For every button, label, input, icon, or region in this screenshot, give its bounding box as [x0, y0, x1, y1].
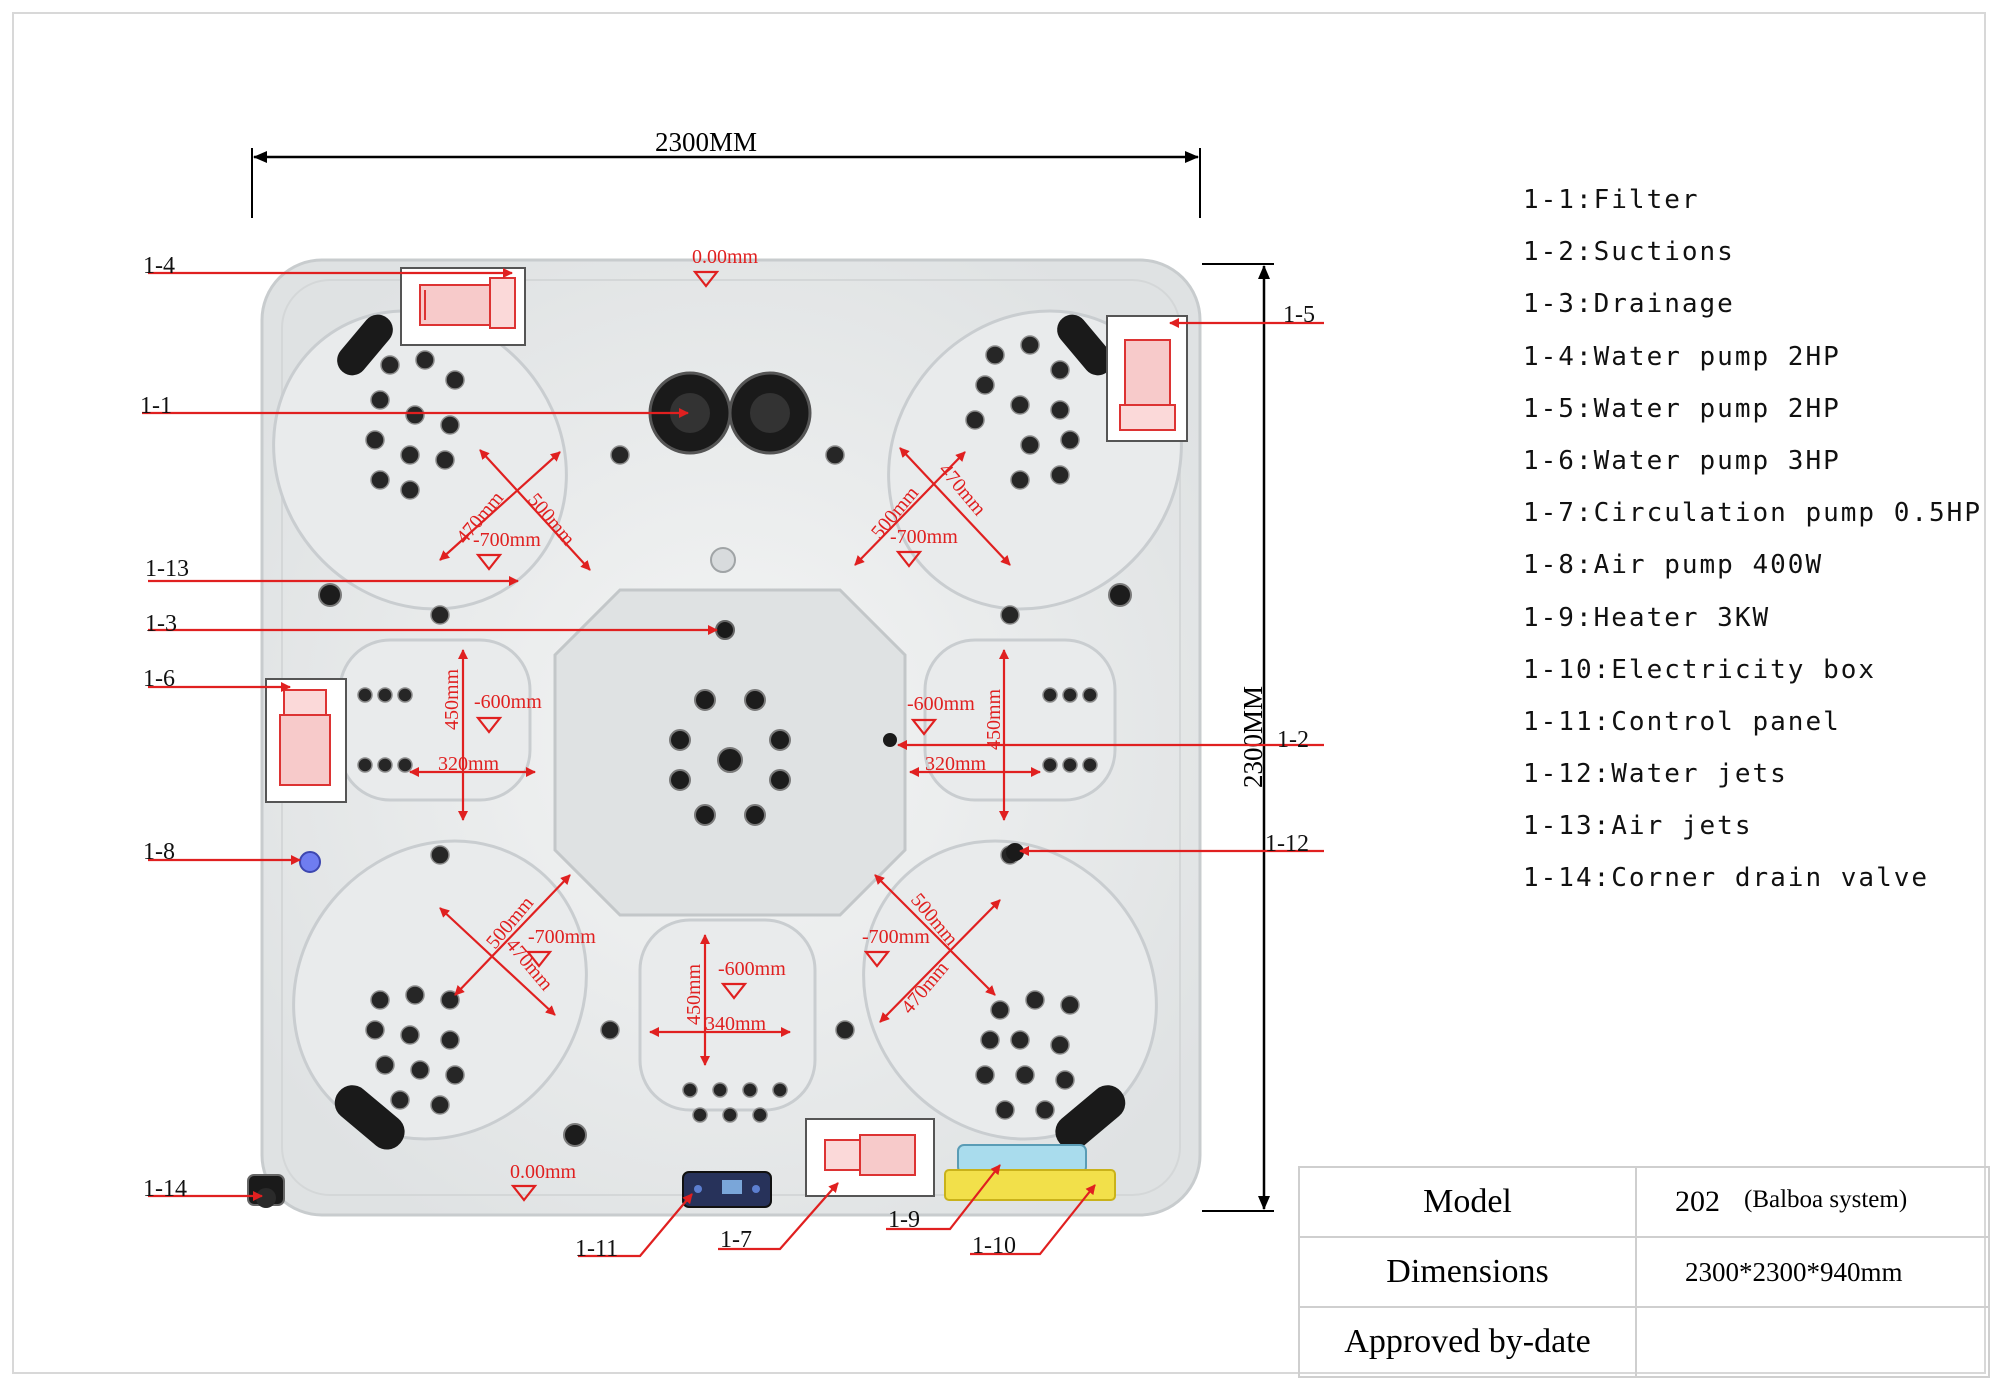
legend-item: 1-7:Circulation pump 0.5HP	[1523, 498, 1982, 529]
approved-label: Approved by-date	[1298, 1306, 1637, 1378]
b-depth: -600mm	[718, 958, 786, 980]
bottom-level: 0.00mm	[510, 1161, 577, 1183]
pump-icon-1-6	[265, 678, 347, 803]
suction-port	[883, 733, 897, 747]
marker-1-3: 1-3	[145, 611, 177, 637]
width-label: 2300MM	[655, 127, 757, 157]
model-system: (Balboa system)	[1744, 1186, 1908, 1213]
model-number: 202	[1675, 1185, 1720, 1218]
drawing-frame	[12, 12, 1986, 1374]
legend-item: 1-1:Filter	[1523, 185, 1700, 215]
marker-1-6: 1-6	[143, 666, 175, 692]
air-pump-port	[299, 851, 321, 873]
marker-1-14: 1-14	[143, 1176, 187, 1202]
r-depth: -600mm	[907, 693, 975, 715]
legend-item: 1-2:Suctions	[1523, 237, 1735, 268]
br-depth: -700mm	[862, 926, 930, 948]
legend-item: 1-5:Water pump 2HP	[1523, 393, 1841, 424]
legend-item: 1-8:Air pump 400W	[1523, 550, 1824, 581]
legend-item: 1-10:Electricity box	[1523, 654, 1877, 685]
approved-value	[1635, 1306, 1990, 1378]
b-length: 450mm	[683, 963, 705, 1025]
r-length: 450mm	[983, 688, 1005, 750]
seat-jets	[318, 335, 1132, 1147]
legend-item: 1-12:Water jets	[1523, 759, 1788, 790]
marker-1-8: 1-8	[143, 839, 175, 865]
legend-item: 1-6:Water pump 3HP	[1523, 445, 1841, 476]
r-width: 320mm	[925, 753, 987, 775]
tr-depth: -700mm	[890, 526, 958, 548]
pump-icon-1-4	[400, 267, 526, 346]
height-dimension: 2300MM	[1202, 263, 1274, 1212]
drainage-outlet	[715, 620, 735, 640]
marker-1-12: 1-12	[1265, 831, 1309, 857]
marker-1-11: 1-11	[575, 1236, 618, 1262]
legend-item: 1-11:Control panel	[1523, 706, 1841, 737]
spa-shell	[247, 258, 1202, 1217]
electricity-box	[944, 1169, 1116, 1201]
height-label: 2300MM	[1238, 686, 1268, 788]
model-label: Model	[1298, 1166, 1637, 1238]
marker-1-1: 1-1	[140, 393, 172, 419]
spec-row-dimensions: Dimensions 2300*2300*940mm	[1298, 1236, 1990, 1308]
control-panel	[682, 1171, 772, 1208]
width-dimension: 2300MM	[251, 127, 1201, 218]
heater	[957, 1144, 1087, 1174]
marker-1-4: 1-4	[143, 253, 175, 279]
spec-row-model: Model 202 (Balboa system)	[1298, 1166, 1990, 1238]
legend-item: 1-3:Drainage	[1523, 289, 1735, 320]
footwell-jets	[669, 689, 791, 826]
legend-list: 1-1:Filter 1-2:Suctions 1-3:Drainage 1-4…	[1523, 185, 1982, 916]
tl-depth: -700mm	[473, 529, 541, 551]
marker-1-5: 1-5	[1283, 302, 1315, 328]
dimensions-label: Dimensions	[1298, 1236, 1637, 1308]
l-depth: -600mm	[474, 691, 542, 713]
dimensions-value: 2300*2300*940mm	[1635, 1236, 1990, 1308]
legend-item: 1-4:Water pump 2HP	[1523, 341, 1841, 372]
legend-item: 1-9:Heater 3KW	[1523, 602, 1771, 633]
pump-icon-1-5	[1106, 315, 1188, 442]
marker-1-2: 1-2	[1277, 727, 1309, 753]
l-width: 320mm	[438, 753, 500, 775]
l-length: 450mm	[441, 668, 463, 730]
model-value-cell: 202 (Balboa system)	[1635, 1166, 1990, 1238]
marker-1-7: 1-7	[720, 1227, 752, 1253]
marker-1-9: 1-9	[888, 1207, 920, 1233]
b-width: 340mm	[705, 1013, 767, 1035]
marker-labels: 1-4 1-1 1-13 1-3 1-6 1-8 1-14 1-5 1-2 1-…	[140, 253, 1315, 1262]
leader-lines	[142, 268, 1324, 1258]
pump-icon-1-7	[805, 1118, 935, 1197]
corner-drain-valve	[247, 1174, 285, 1208]
top-level: 0.00mm	[692, 246, 759, 268]
bl-depth: -700mm	[528, 926, 596, 948]
legend-item: 1-13:Air jets	[1523, 811, 1753, 842]
marker-1-10: 1-10	[972, 1233, 1016, 1259]
spec-table: Model 202 (Balboa system) Dimensions 2300…	[1298, 1166, 1990, 1378]
marker-1-13: 1-13	[145, 556, 189, 582]
legend-item: 1-14:Corner drain valve	[1523, 863, 1930, 894]
spec-row-approved: Approved by-date	[1298, 1306, 1990, 1378]
